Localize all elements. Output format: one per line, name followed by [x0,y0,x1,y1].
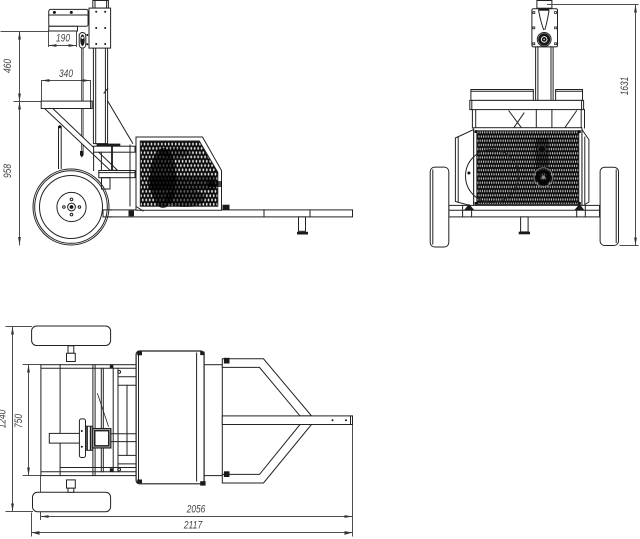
svg-text:340: 340 [59,68,74,80]
svg-text:2117: 2117 [183,520,203,532]
svg-text:958: 958 [2,163,14,178]
svg-text:2056: 2056 [186,504,206,516]
svg-text:460: 460 [2,58,14,73]
svg-text:1240: 1240 [0,409,9,428]
svg-text:750: 750 [13,413,25,428]
svg-text:1631: 1631 [619,77,631,96]
svg-text:190: 190 [56,33,71,45]
